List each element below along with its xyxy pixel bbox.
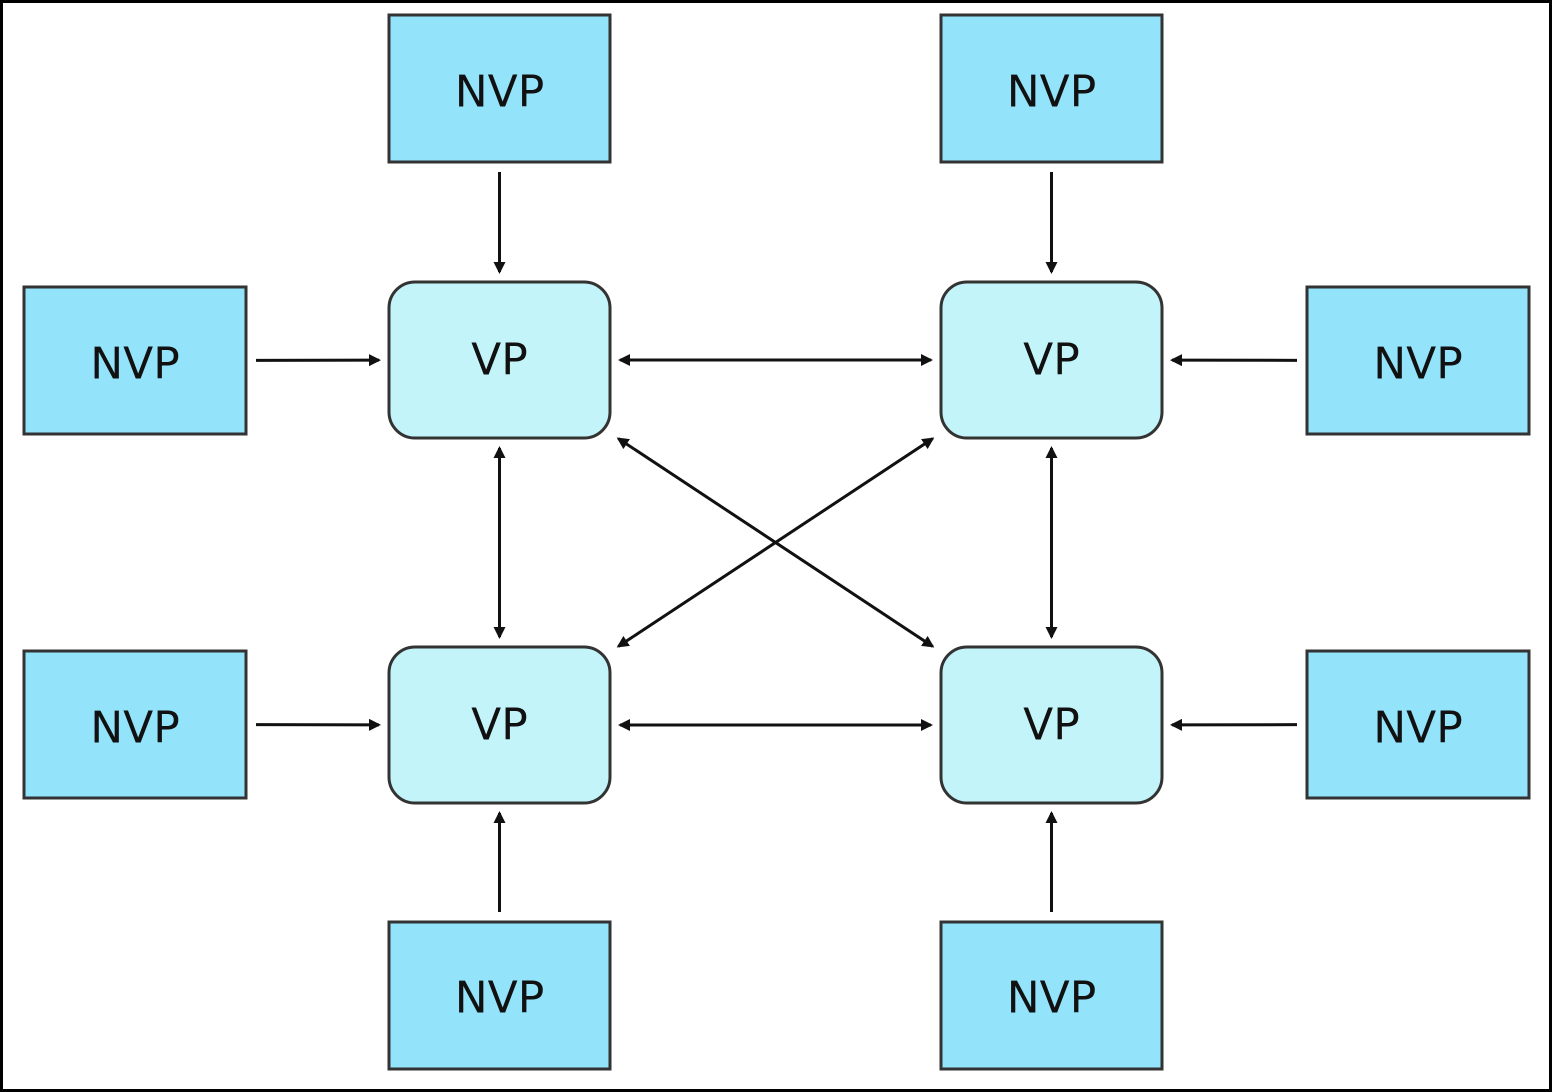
nvp-label: NVP [1373, 339, 1463, 390]
vp-label: VP [471, 700, 528, 751]
nvp-label: NVP [1007, 67, 1097, 118]
vp-node-bottom-left: VP [387, 645, 612, 805]
nvp-node-left-lower: NVP [22, 649, 248, 800]
nvp-node-bottom-right: NVP [939, 920, 1164, 1071]
nvp-label: NVP [1373, 703, 1463, 754]
nvp-node-top-right: NVP [939, 13, 1164, 164]
vp-node-top-left: VP [387, 280, 612, 440]
vp-node-top-right: VP [939, 280, 1164, 440]
vp-label: VP [1023, 335, 1080, 386]
nvp-node-top-left: NVP [387, 13, 612, 164]
vp-label: VP [471, 335, 528, 386]
nvp-node-right-lower: NVP [1305, 649, 1531, 800]
vp-node-bottom-right: VP [939, 645, 1164, 805]
nvp-label: NVP [455, 973, 545, 1024]
nvp-node-left-upper: NVP [22, 285, 248, 436]
nvp-label: NVP [90, 703, 180, 754]
vp-label: VP [1023, 700, 1080, 751]
edges-layer [255, 172, 1298, 912]
bidirectional-arrow-vp-top-right-to-vp-bottom-left [616, 437, 935, 648]
nvp-node-bottom-left: NVP [387, 920, 612, 1071]
nvp-label: NVP [90, 339, 180, 390]
nvp-node-right-upper: NVP [1305, 285, 1531, 436]
nvp-label: NVP [1007, 973, 1097, 1024]
nvp-label: NVP [455, 67, 545, 118]
